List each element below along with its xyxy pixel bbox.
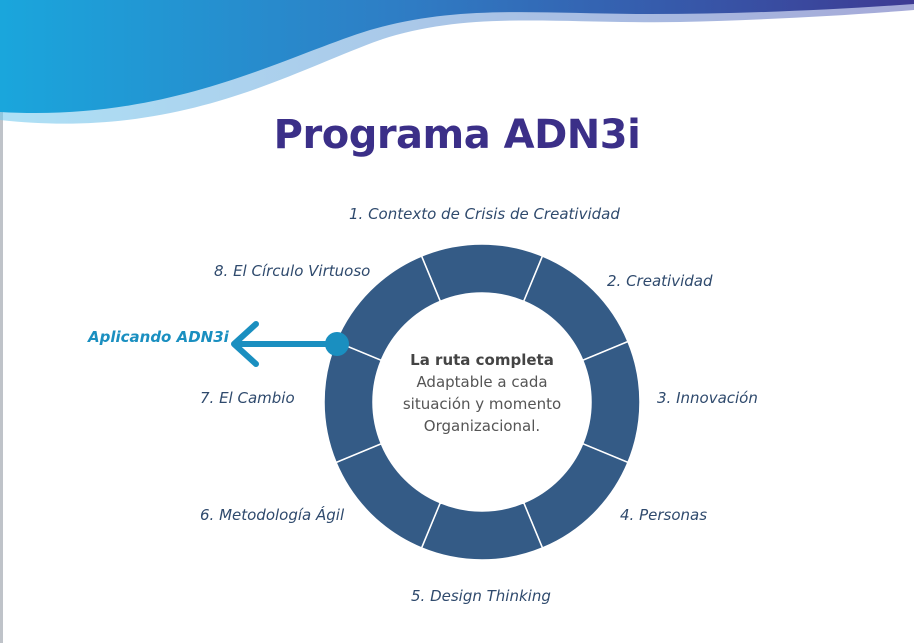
page-title: Programa ADN3i [273,112,641,158]
step-label-5: 5. Design Thinking [411,587,551,605]
arrow-start-dot [325,332,349,356]
step-label-3: 3. Innovación [657,389,758,407]
ring-segment-4 [522,442,629,549]
cycle-ring [323,243,641,561]
ring-segment-8 [335,255,442,362]
step-label-4: 4. Personas [620,506,708,524]
apply-label: Aplicando ADN3i [88,328,229,346]
step-label-7: 7. El Cambio [200,389,295,407]
center-title: La ruta completa [410,351,554,369]
step-label-1: 1. Contexto de Crisis de Creatividad [349,205,620,223]
ring-segment-6 [335,442,442,549]
center-text: La ruta completa Adaptable a cada situac… [372,349,592,437]
step-label-2: 2. Creatividad [607,272,713,290]
center-line-1: Adaptable a cada [416,373,548,391]
ring-segment-1 [420,243,544,303]
center-line-3: Organizacional. [423,417,541,435]
arrow-head [231,321,259,367]
step-label-8: 8. El Círculo Virtuoso [214,262,371,280]
arrow-left-icon [231,321,349,367]
ring-segment-5 [420,501,544,561]
left-border [0,0,3,643]
header-wave-decoration [0,0,914,124]
step-label-6: 6. Metodología Ágil [200,506,345,524]
center-line-2: situación y momento [402,395,562,413]
